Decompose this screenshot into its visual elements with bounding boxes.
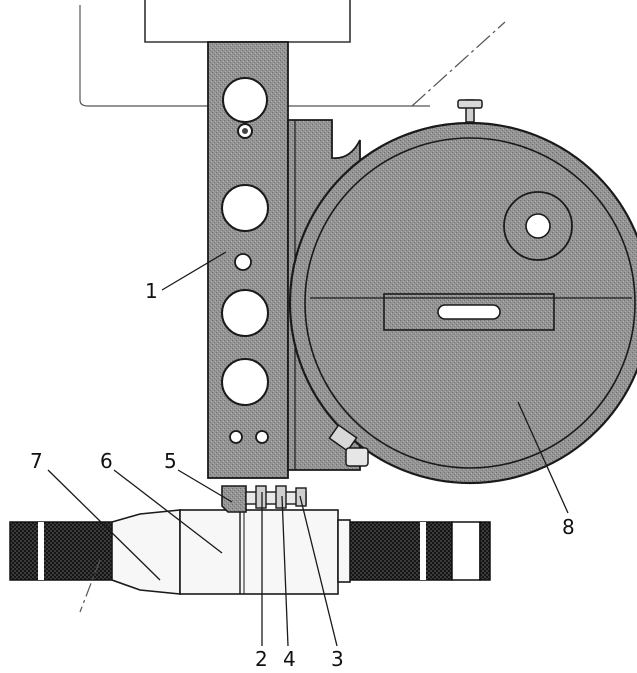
- plate-hole: [221, 358, 269, 406]
- shaft-collar: [255, 485, 267, 509]
- vertical-plate: [207, 41, 289, 479]
- lower-mechanism: [9, 485, 491, 613]
- callout-label-6: 6: [100, 449, 113, 473]
- left-roller: [9, 521, 113, 581]
- callout-label-7: 7: [30, 449, 43, 473]
- callout-label-2: 2: [255, 647, 268, 669]
- plate-pin: [234, 253, 252, 271]
- callout-label-1: 1: [145, 279, 158, 303]
- right-roller-cap: [451, 521, 481, 581]
- plate-hole: [221, 184, 269, 232]
- plate-small-hole: [229, 430, 243, 444]
- plate-hole: [221, 289, 269, 337]
- plate-small-hole: [255, 430, 269, 444]
- clamp-block: [221, 485, 247, 513]
- leader-lines: [47, 251, 569, 647]
- callout-label-4: 4: [283, 647, 296, 669]
- dial-slot: [437, 304, 501, 320]
- callout-label-3: 3: [331, 647, 344, 669]
- main-cylinder: [111, 509, 181, 595]
- dial-disc: [288, 99, 637, 485]
- callout-label-5: 5: [164, 449, 177, 473]
- dial-window: [383, 293, 555, 331]
- plate-hole: [222, 77, 268, 123]
- upper-housing-outline: [79, 0, 506, 107]
- callout-labels: 1 2 3 4 5 6 7 8: [30, 279, 575, 671]
- callout-label-8: 8: [562, 515, 575, 539]
- dial-hole: [525, 213, 551, 239]
- right-roller: [349, 521, 453, 581]
- side-screw: [328, 424, 369, 467]
